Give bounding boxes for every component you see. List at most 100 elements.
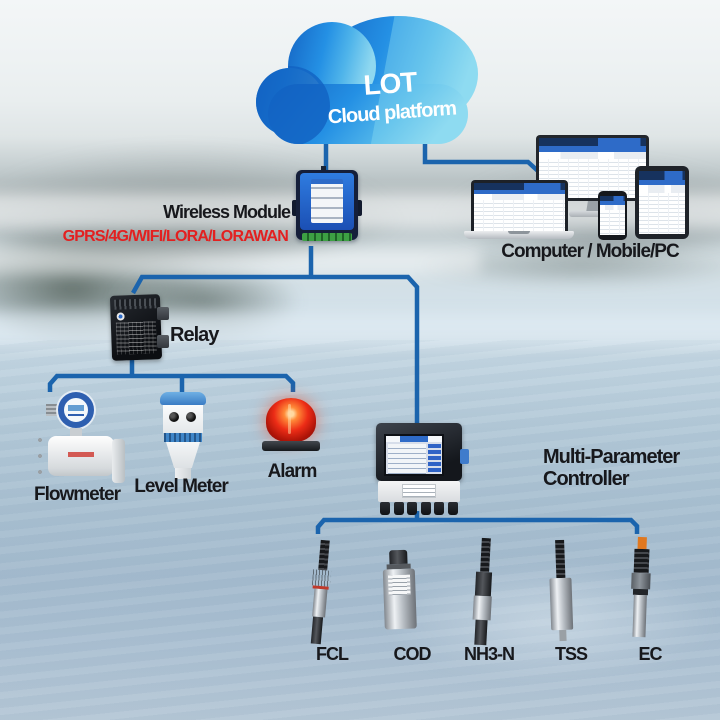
laptop-base (464, 231, 574, 239)
water-ripples (0, 340, 720, 720)
cable-gland (434, 502, 445, 515)
controller-junction-label (402, 484, 436, 498)
relay-connector (157, 307, 169, 320)
controller-screen-buttons (428, 444, 441, 474)
app-navbar (600, 201, 625, 205)
module-terminal-block (302, 233, 352, 241)
controller-screen (384, 434, 444, 476)
tablet (635, 166, 689, 239)
flowmeter-device (30, 392, 125, 483)
protocols-label: GPRS/4G/WIFI/LORA/LORAWAN (62, 228, 289, 245)
app-header (600, 196, 625, 202)
cable-gland (447, 502, 458, 515)
controller-side-clip (460, 449, 469, 464)
sensor-upper (474, 571, 493, 597)
level-meter-band (164, 433, 202, 442)
controller-cable-glands (380, 502, 458, 515)
cable-gland (420, 502, 431, 515)
relay-body (109, 294, 163, 361)
app-header (539, 138, 646, 147)
sensor-nh3n-label: NH3-N (463, 644, 515, 664)
wire-junction-to-relay-and-controller (131, 274, 420, 424)
sensor-ribbed-section (633, 548, 649, 574)
flowmeter-bracket (46, 404, 60, 416)
flowmeter-flange-right (112, 439, 125, 483)
wire-sensor-branch (315, 517, 640, 534)
sensor-connector (630, 572, 651, 590)
tablet-screen (639, 171, 685, 234)
flowmeter-neck (70, 428, 82, 436)
app-header (474, 183, 565, 190)
level-meter-sensor-eye (186, 412, 196, 422)
level-meter-cap (160, 392, 206, 405)
sensor-tss (539, 539, 583, 650)
app-toolbar (539, 151, 646, 159)
module-mount-ear (292, 200, 298, 216)
controller-label-line1: Multi-Parameter (543, 446, 680, 468)
fog-band-2 (0, 248, 480, 274)
level-meter-head (163, 405, 203, 433)
app-navbar (539, 146, 646, 152)
module-mount-ear (356, 200, 362, 216)
sensor-body (549, 577, 574, 631)
flowmeter-display-head (58, 392, 94, 428)
sensor-label-sticker (387, 574, 411, 596)
sensor-fcl-label: FCL (316, 644, 349, 664)
controller-label-line2: Controller (543, 468, 630, 490)
level-meter-tube (175, 468, 191, 479)
level-meter-cone (166, 442, 200, 468)
controller-junction-box (378, 481, 460, 502)
sensor-body (472, 595, 492, 621)
laptop-notch (508, 231, 530, 234)
laptop (471, 180, 568, 234)
cable-gland (393, 502, 404, 515)
sensor-body (311, 588, 327, 618)
app-table (600, 209, 625, 235)
sensor-cable (554, 539, 565, 579)
module-faceplate (300, 173, 354, 230)
sensor-nh3n (460, 537, 506, 649)
wireless-module-label: Wireless Module (163, 202, 291, 222)
relay-logo (116, 312, 125, 321)
alarm-beacon-device (262, 398, 320, 452)
relay-device (109, 294, 171, 361)
multi-parameter-controller-device (374, 419, 469, 515)
level-meter-sensor-eye (169, 412, 179, 422)
antenna-icon (321, 166, 326, 172)
module-label-sticker (311, 179, 343, 223)
flowmeter-red-tag (68, 452, 94, 457)
flowmeter-display-line (68, 414, 84, 416)
module-body (296, 170, 358, 241)
sensor-cable (317, 539, 330, 571)
app-navbar (474, 189, 565, 195)
controller-case (376, 423, 469, 481)
smartphone (598, 191, 627, 240)
monitor-base (569, 211, 617, 217)
relay-label-rows (115, 321, 157, 355)
cloud-title: LOT (362, 66, 418, 101)
controller-label: Multi-Parameter Controller (468, 446, 680, 490)
flowmeter-display (68, 405, 84, 411)
app-toolbar (474, 194, 565, 200)
controller-screen-title (386, 436, 442, 442)
phone-screen (600, 196, 625, 235)
monitor-stand (586, 199, 601, 213)
relay-label: Relay (170, 324, 219, 346)
sensor-collar (311, 569, 332, 587)
sensor-tip (474, 619, 488, 646)
app-table (474, 199, 565, 231)
sensor-tip (310, 616, 324, 645)
cloud-platform-node: LOT Cloud platform (250, 6, 480, 148)
cloud-shape (256, 16, 478, 144)
relay-terminal-row (114, 298, 157, 310)
app-toolbar (600, 204, 625, 210)
sensor-ec (618, 536, 662, 647)
sensor-tss-label: TSS (554, 644, 588, 664)
sensor-tip (558, 629, 567, 642)
wireless-module-device (292, 166, 362, 248)
controller-screen-rows (388, 444, 426, 474)
app-header (639, 171, 685, 180)
alarm-dome (266, 398, 316, 442)
alarm-base (262, 441, 320, 451)
